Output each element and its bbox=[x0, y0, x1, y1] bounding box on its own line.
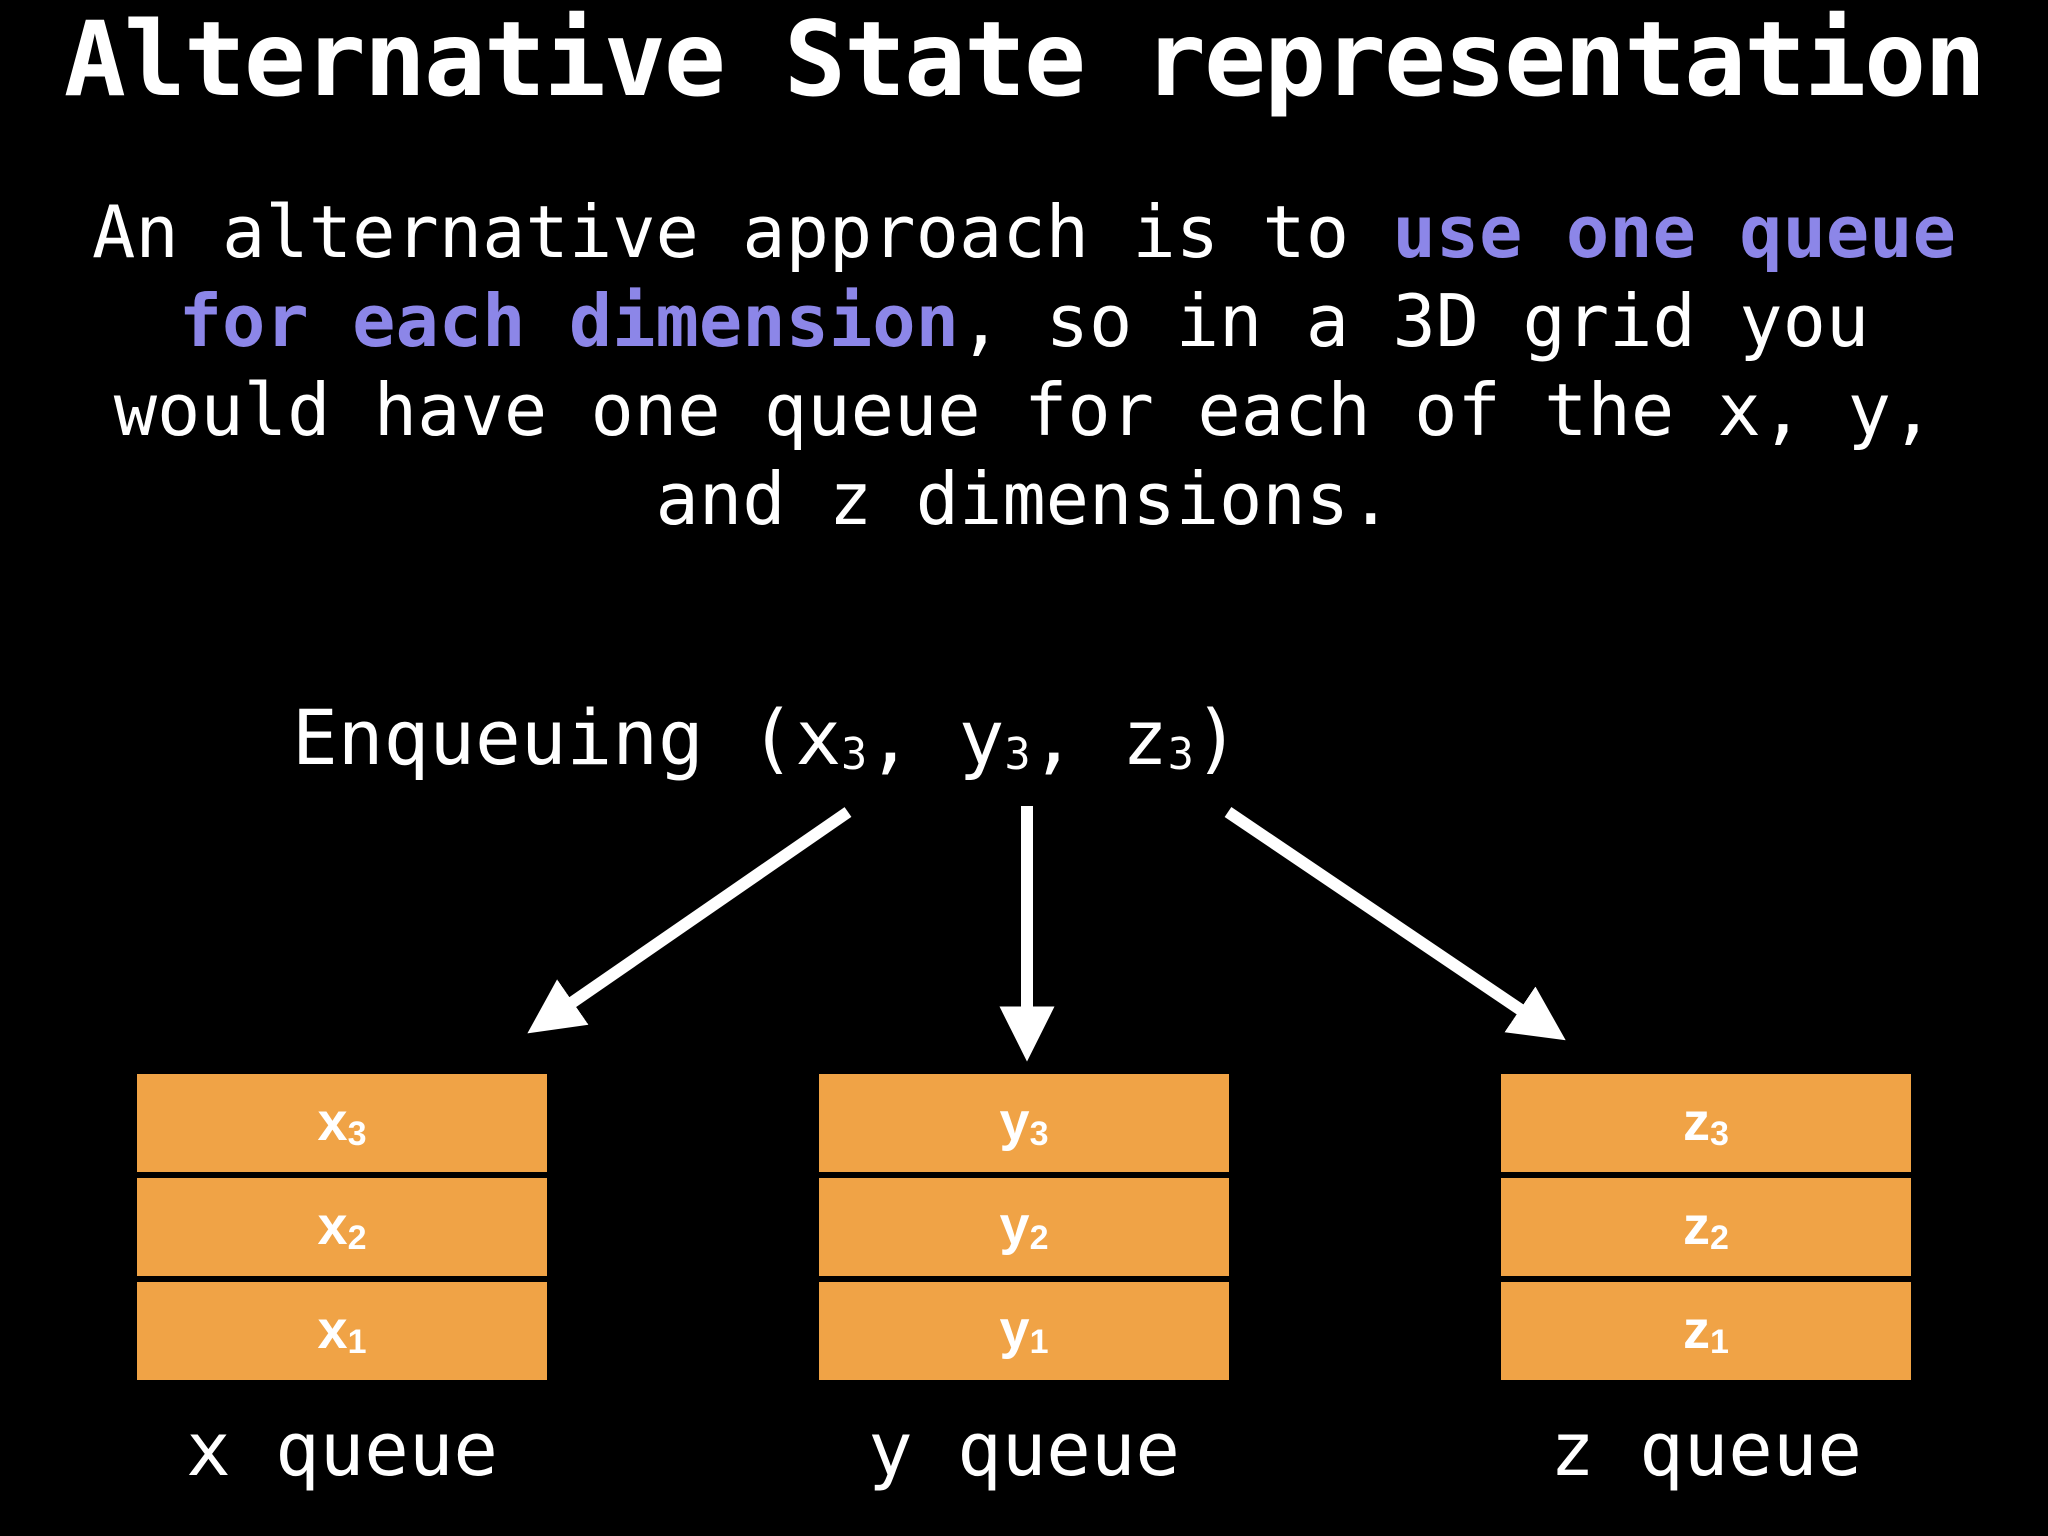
cell-value: x bbox=[317, 1196, 348, 1257]
enqueuing-text: , y bbox=[867, 693, 1005, 782]
paragraph-text: and z dimensions. bbox=[655, 457, 1393, 541]
enqueuing-label: Enqueuing (x3, y3, z3) bbox=[292, 700, 1240, 778]
cell-value: y bbox=[999, 1300, 1030, 1361]
queue-cell-y3: y3 bbox=[819, 1074, 1229, 1172]
subscript: 3 bbox=[1004, 730, 1031, 781]
queue-cell-y2: y2 bbox=[819, 1178, 1229, 1276]
enqueuing-text: , z bbox=[1030, 693, 1168, 782]
cell-subscript: 2 bbox=[1029, 1218, 1049, 1257]
enqueuing-text: ) bbox=[1193, 693, 1240, 782]
queue-cell-x1: x1 bbox=[137, 1282, 547, 1380]
z-queue-label: z queue bbox=[1550, 1407, 1862, 1493]
cell-subscript: 3 bbox=[1710, 1114, 1729, 1153]
subscript: 3 bbox=[1167, 730, 1194, 781]
y-queue-label: y queue bbox=[868, 1407, 1180, 1493]
paragraph-line: would have one queue for each of the x, … bbox=[0, 366, 2048, 455]
paragraph-accent-text: for each dimension bbox=[178, 279, 959, 363]
x-queue-stack: x3 x2 x1 x queue bbox=[137, 1074, 547, 1496]
queue-cell-z2: z2 bbox=[1501, 1178, 1911, 1276]
cell-subscript: 2 bbox=[1710, 1218, 1729, 1257]
cell-subscript: 1 bbox=[1029, 1322, 1049, 1361]
cell-subscript: 1 bbox=[1710, 1322, 1729, 1361]
queue-cell-x2: x2 bbox=[137, 1178, 547, 1276]
enqueuing-text: Enqueuing (x bbox=[292, 693, 842, 782]
cell-subscript: 1 bbox=[347, 1322, 367, 1361]
cell-value: z bbox=[1683, 1300, 1711, 1361]
queue-cell-z3: z3 bbox=[1501, 1074, 1911, 1172]
cell-subscript: 3 bbox=[347, 1114, 367, 1153]
cell-subscript: 2 bbox=[347, 1218, 367, 1257]
x-queue-label: x queue bbox=[186, 1407, 498, 1493]
cell-value: z bbox=[1683, 1092, 1711, 1153]
queue-cell-y1: y1 bbox=[819, 1282, 1229, 1380]
subscript: 3 bbox=[841, 730, 868, 781]
slide-title: Alternative State representation bbox=[63, 0, 1986, 120]
paragraph-line: for each dimension, so in a 3D grid you bbox=[0, 277, 2048, 366]
paragraph-text: , so in a 3D grid you bbox=[958, 279, 1870, 363]
paragraph-line: An alternative approach is to use one qu… bbox=[0, 188, 2048, 277]
cell-value: y bbox=[999, 1092, 1030, 1153]
paragraph-line: and z dimensions. bbox=[0, 455, 2048, 544]
body-paragraph: An alternative approach is to use one qu… bbox=[0, 188, 2048, 544]
z-queue-stack: z3 z2 z1 z queue bbox=[1501, 1074, 1911, 1496]
cell-subscript: 3 bbox=[1029, 1114, 1049, 1153]
arrow-to-z-queue bbox=[1224, 807, 1566, 1041]
cell-value: y bbox=[999, 1196, 1030, 1257]
queue-cell-x3: x3 bbox=[137, 1074, 547, 1172]
paragraph-accent-text: use one queue bbox=[1392, 190, 1956, 274]
arrow-to-x-queue bbox=[527, 807, 852, 1034]
paragraph-text: would have one queue for each of the x, … bbox=[113, 368, 1935, 452]
paragraph-text: An alternative approach is to bbox=[92, 190, 1393, 274]
cell-value: x bbox=[317, 1300, 348, 1361]
y-queue-stack: y3 y2 y1 y queue bbox=[819, 1074, 1229, 1496]
cell-value: x bbox=[317, 1092, 348, 1153]
cell-value: z bbox=[1683, 1196, 1711, 1257]
queue-cell-z1: z1 bbox=[1501, 1282, 1911, 1380]
